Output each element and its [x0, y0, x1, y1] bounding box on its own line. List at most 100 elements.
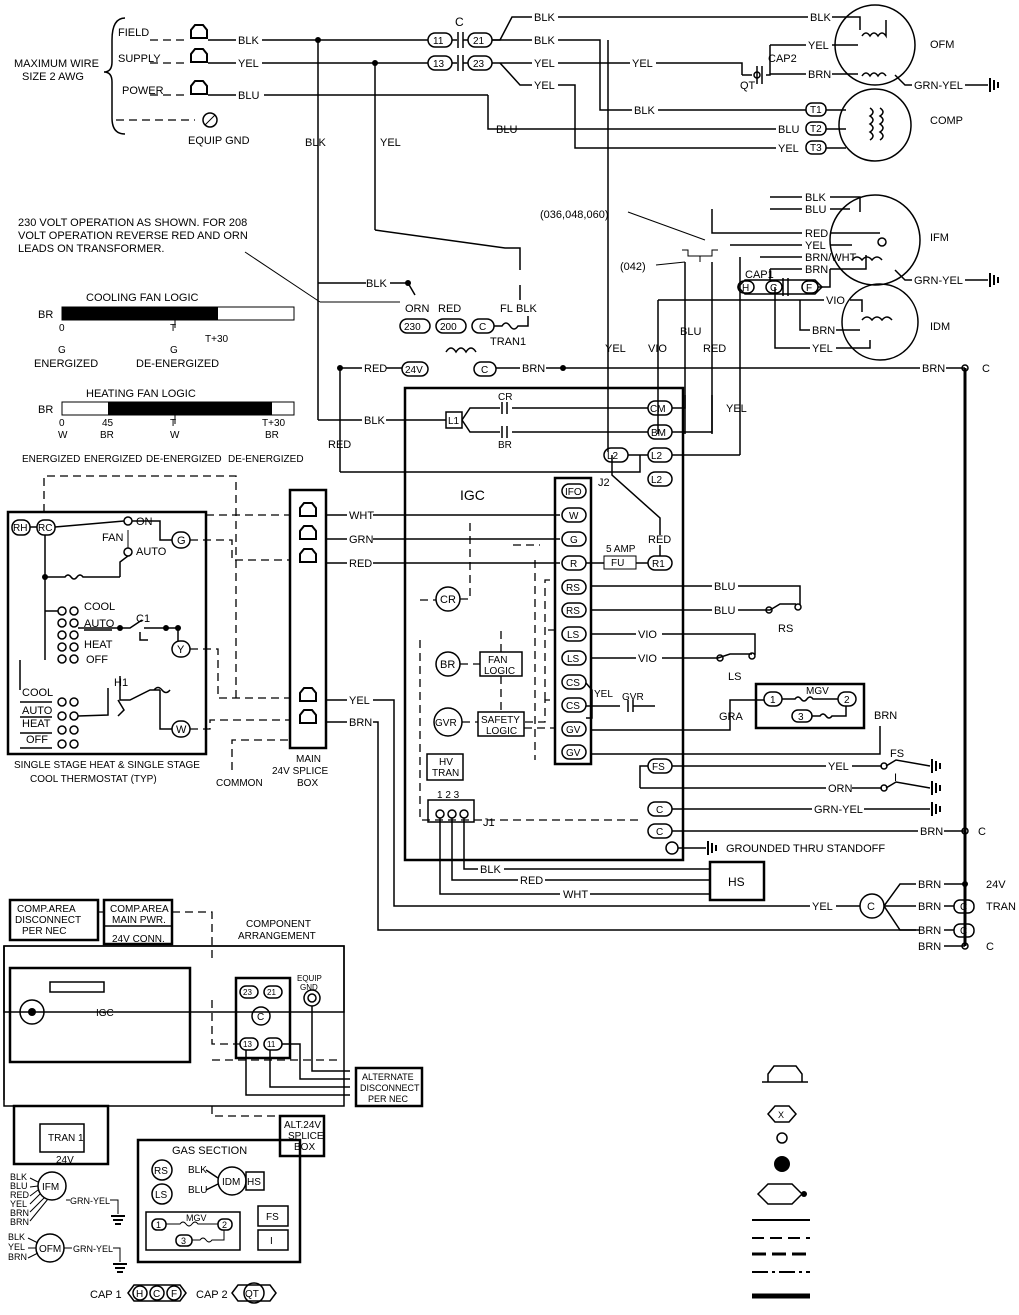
svg-text:G: G [170, 345, 178, 356]
svg-text:BR: BR [440, 659, 455, 671]
svg-text:200: 200 [440, 322, 457, 333]
svg-text:BLK: BLK [516, 303, 537, 315]
igc-right-connections: BLU BLU RS VIO VIO LS MGV 1 2 3 GRA BRN … [439, 368, 1016, 953]
transformer-tran1: BLK ORN RED FL BLK 230 200 C TRAN1 24V C… [318, 278, 990, 472]
thermostat: RH RC ON FAN AUTO G Y W COOL AUTO HEAT O… [6, 475, 290, 789]
svg-text:C: C [960, 902, 967, 913]
svg-text:BR: BR [498, 440, 512, 451]
svg-text:IFM: IFM [42, 1182, 59, 1193]
tran-230-terminal [399, 318, 431, 334]
svg-text:DE-ENERGIZED: DE-ENERGIZED [146, 454, 222, 465]
svg-text:W: W [176, 724, 187, 736]
svg-text:GV: GV [566, 725, 581, 736]
svg-text:MAIN PWR.: MAIN PWR. [112, 915, 166, 926]
contactor-c-label: C [455, 15, 464, 29]
svg-text:BLK: BLK [10, 1172, 27, 1182]
svg-text:13: 13 [433, 59, 445, 70]
svg-text:CR: CR [498, 392, 512, 403]
svg-text:24V SPLICE: 24V SPLICE [272, 766, 328, 777]
svg-text:RED: RED [438, 303, 461, 315]
svg-text:I: I [894, 772, 897, 784]
svg-text:C: C [986, 941, 994, 953]
svg-text:C: C [978, 826, 986, 838]
svg-text:RED: RED [703, 343, 726, 355]
svg-text:C: C [656, 827, 663, 838]
legend-marked-terminal-icon [767, 1105, 797, 1123]
svg-text:ALT.24V: ALT.24V [284, 1120, 321, 1131]
svg-text:T: T [170, 323, 176, 334]
component-arrangement: COMP.AREA DISCONNECT PER NEC COMP.AREA M… [3, 898, 424, 1304]
svg-text:5 AMP: 5 AMP [606, 544, 636, 555]
svg-text:ENERGIZED: ENERGIZED [84, 454, 142, 465]
supply-section: MAXIMUM WIRE SIZE 2 AWG FIELD SUPPLY POW… [14, 12, 831, 452]
svg-text:FAN: FAN [102, 532, 123, 544]
svg-text:PER NEC: PER NEC [368, 1094, 409, 1104]
svg-text:IFO: IFO [565, 487, 582, 498]
svg-text:BLU: BLU [778, 124, 799, 136]
power-label: POWER [122, 85, 164, 97]
svg-text:GND: GND [300, 983, 318, 992]
svg-text:MGV: MGV [806, 686, 829, 697]
svg-text:F: F [806, 283, 812, 294]
svg-text:GRN-YEL: GRN-YEL [914, 275, 963, 287]
svg-text:1 2 3: 1 2 3 [437, 790, 460, 801]
svg-text:C: C [153, 1289, 160, 1300]
svg-text:FU: FU [611, 558, 624, 569]
svg-text:BRN: BRN [918, 879, 941, 891]
svg-text:BOX: BOX [297, 778, 318, 789]
cooling-fan-logic: COOLING FAN LOGIC BR 0 T T+30 G G ENERGI… [34, 292, 295, 370]
igc-module [8, 966, 192, 1064]
svg-text:RS: RS [154, 1166, 168, 1177]
svg-text:HS: HS [247, 1177, 261, 1188]
svg-text:SAFETY: SAFETY [481, 715, 520, 726]
svg-text:BRN: BRN [922, 363, 945, 375]
svg-text:AUTO: AUTO [22, 705, 53, 717]
svg-text:24V: 24V [405, 365, 423, 376]
svg-text:BRN: BRN [918, 941, 941, 953]
heating-fan-logic: HEATING FAN LOGIC BR 0 45 T T+30 W BR W … [22, 388, 304, 465]
svg-text:W: W [58, 430, 68, 441]
svg-text:BRN: BRN [10, 1217, 29, 1227]
svg-text:RED: RED [328, 439, 351, 451]
mgv-box [754, 682, 866, 730]
svg-text:MGV: MGV [186, 1213, 207, 1223]
igc-title: IGC [460, 487, 485, 503]
svg-text:GRN-YEL: GRN-YEL [914, 80, 963, 92]
rs-switch-label: RS [778, 623, 793, 635]
svg-text:BLU: BLU [10, 1181, 28, 1191]
svg-text:BLU: BLU [714, 581, 735, 593]
svg-text:WHT: WHT [563, 889, 588, 901]
legend: X [752, 1065, 810, 1299]
svg-text:YEL: YEL [805, 240, 826, 252]
svg-text:PER NEC: PER NEC [22, 926, 66, 937]
svg-text:BLU: BLU [680, 326, 701, 338]
svg-text:YEL: YEL [380, 137, 401, 149]
svg-text:LS: LS [567, 654, 580, 665]
svg-text:VIO: VIO [648, 343, 667, 355]
svg-text:G: G [570, 535, 578, 546]
hs-box [708, 860, 766, 902]
legend-splice-icon [774, 1156, 790, 1172]
equip-ground-icon [202, 112, 218, 128]
svg-text:QT: QT [245, 1289, 259, 1300]
svg-text:W: W [170, 430, 180, 441]
svg-text:RS: RS [566, 606, 580, 617]
svg-text:OFM: OFM [39, 1244, 61, 1255]
svg-text:CAP 2: CAP 2 [196, 1289, 228, 1301]
thermostat-box [6, 510, 208, 756]
svg-text:IDM: IDM [222, 1177, 240, 1188]
svg-text:C: C [479, 322, 486, 333]
tran-24v-terminal [401, 361, 429, 377]
svg-text:YEL: YEL [812, 901, 833, 913]
svg-text:2: 2 [844, 695, 850, 706]
svg-text:L2: L2 [607, 451, 619, 462]
svg-text:BR: BR [38, 404, 53, 416]
svg-text:BLU: BLU [805, 204, 826, 216]
svg-text:11: 11 [433, 36, 444, 47]
svg-text:LEADS ON TRANSFORMER.: LEADS ON TRANSFORMER. [18, 243, 165, 255]
svg-text:H: H [136, 1289, 143, 1300]
legend-open-terminal-icon [776, 1132, 788, 1144]
svg-text:LOGIC: LOGIC [484, 666, 515, 677]
svg-text:F: F [171, 1289, 177, 1300]
svg-text:BR: BR [38, 309, 53, 321]
